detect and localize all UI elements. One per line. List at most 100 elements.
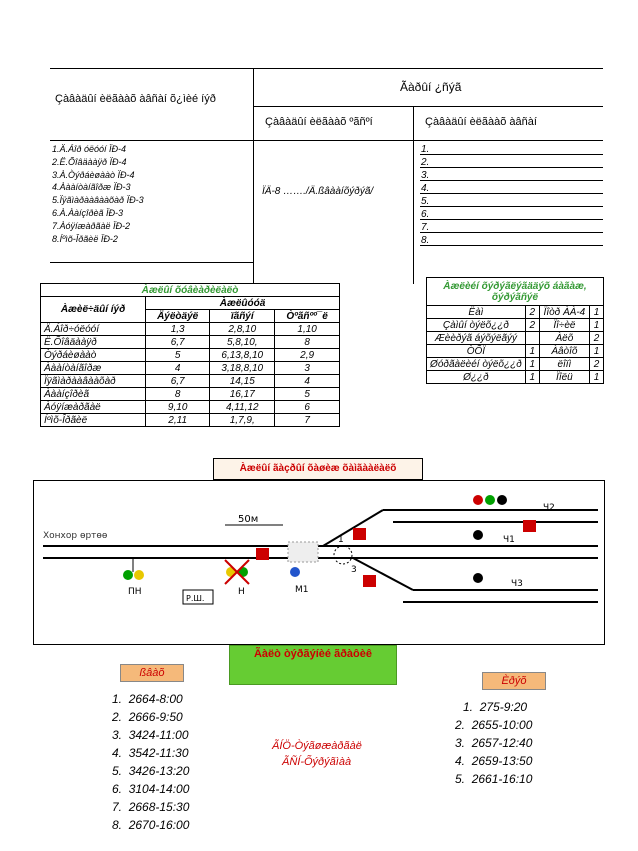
col-name-header: Àæèë÷äûí íýð bbox=[39, 296, 147, 323]
switch-number: 1 bbox=[338, 535, 344, 545]
list-item: 5. 3426-13:20 bbox=[112, 764, 190, 778]
col-divider-1 bbox=[253, 68, 254, 283]
list-item: 6. bbox=[421, 209, 430, 220]
col-header: Äýëòäýë bbox=[145, 309, 211, 323]
track-diagram: Хонхор өртөө 50м 1 3 ПН Н Р.Ш. М1 Ч2 Ч1 … bbox=[33, 480, 605, 645]
left-header: Çàâàäûí èëãààõ àâñàí õ¿ìèé íýð bbox=[55, 93, 216, 105]
siding-down bbox=[352, 557, 414, 591]
right-underline bbox=[420, 245, 603, 246]
list-item: 6.À.Ààíçîðèã ÏÐ-3 bbox=[52, 208, 124, 218]
red-block bbox=[523, 520, 536, 532]
list-item: 7.Àóÿíæàðãàë ÏÐ-2 bbox=[52, 221, 131, 231]
col-divider-2 bbox=[413, 106, 414, 284]
switch-number-3: 3 bbox=[351, 565, 357, 575]
train-schedule-label: Ãàëò òýðãýíèé ãðàôèê bbox=[253, 648, 372, 660]
list-item: 8.Íºìõ-Îðãèë ÏÐ-2 bbox=[52, 234, 118, 244]
col-mid-header: Çàâàäûí èëãààõ ºãñºí bbox=[265, 116, 373, 128]
cross-mark bbox=[224, 559, 250, 585]
list-item: 4. 3542-11:30 bbox=[112, 746, 189, 760]
list-item: 3. 2657-12:40 bbox=[455, 736, 533, 750]
list-item: 1.Ä.Áîð óëóóí ÏÐ-4 bbox=[52, 144, 127, 154]
signal-light-green bbox=[485, 495, 495, 505]
col-header: Òºãñºº¯ë bbox=[274, 309, 340, 323]
list-item: 3. bbox=[421, 170, 430, 181]
workers-table-title: Àæëûí õóâèàðèëàëò bbox=[40, 283, 340, 297]
right-underline bbox=[420, 167, 603, 168]
signal-light-black bbox=[473, 530, 483, 540]
list-item: 3. 3424-11:00 bbox=[112, 728, 189, 742]
workers-table: Àæëûí õóâèàðèëàëò Àæèë÷äûí íýð Àæëûóóä Ä… bbox=[39, 283, 340, 427]
signal-light-blue bbox=[290, 567, 300, 577]
signal-n-label: Н bbox=[238, 587, 245, 597]
signal-light-red bbox=[473, 495, 483, 505]
signal-ch3-label: Ч3 bbox=[511, 579, 523, 589]
col-right-header: Çàâàäûí èëãààõ àâñàí bbox=[425, 116, 537, 128]
red-block bbox=[256, 548, 269, 560]
header-rule bbox=[253, 106, 603, 107]
red-block bbox=[353, 528, 366, 540]
signature-1: ÃÍÖ-Òýãøæàðãàë bbox=[272, 740, 362, 752]
right-header: Ãàðûí ¿ñýã bbox=[400, 80, 462, 94]
right-underline bbox=[420, 180, 603, 181]
list-item: 1. bbox=[421, 144, 430, 155]
rsh-box bbox=[182, 589, 214, 605]
departure-badge: ßâàõ bbox=[120, 664, 184, 682]
right-underline bbox=[420, 193, 603, 194]
signal-light-green bbox=[123, 570, 133, 580]
list-item: 4. bbox=[421, 183, 430, 194]
issuer-name: ÏÄ-8 ……./Ä.ßâààíõýðýã/ bbox=[262, 186, 374, 197]
list-item: 2. 2666-9:50 bbox=[112, 710, 183, 724]
left-blank-rule bbox=[50, 262, 253, 263]
rsh-label: Р.Ш. bbox=[186, 594, 204, 603]
list-item: 8. 2670-16:00 bbox=[112, 818, 190, 832]
train-schedule-box: Ãàëò òýðãýíèé ãðàôèê bbox=[229, 645, 397, 685]
work-zone bbox=[287, 541, 319, 563]
signal-ch1-label: Ч1 bbox=[503, 535, 515, 545]
list-item: 2.Ë.Õîâäààÿð ÏÐ-4 bbox=[52, 157, 127, 167]
signature-2: ÃÑÍ-Õýðýãìàà bbox=[282, 756, 352, 768]
list-item: 6. 3104-14:00 bbox=[112, 782, 190, 796]
list-item: 1. 2664-8:00 bbox=[112, 692, 183, 706]
list-item: 2. bbox=[421, 157, 430, 168]
row-rule bbox=[50, 140, 603, 141]
list-item: 5. 2661-16:10 bbox=[455, 772, 533, 786]
switch-symbol bbox=[333, 545, 353, 565]
signal-light-black bbox=[497, 495, 507, 505]
signal-m1-label: М1 bbox=[295, 585, 309, 595]
diagram-title: Àæëûí ãàçðûí õàøèæ õàìãààëàëõ bbox=[213, 458, 423, 480]
signal-ch2-label: Ч2 bbox=[543, 503, 555, 513]
distance-label: 50м bbox=[238, 514, 258, 525]
col-group-header: Àæëûóóä bbox=[145, 296, 340, 310]
col-header: ïãñýí bbox=[209, 309, 276, 323]
right-underline bbox=[420, 232, 603, 233]
list-item: 8. bbox=[421, 235, 430, 246]
top-rule bbox=[50, 68, 603, 69]
list-item: 5.Ïÿãìàðààâààõàð ÏÐ-3 bbox=[52, 195, 144, 205]
list-item: 2. 2655-10:00 bbox=[455, 718, 533, 732]
station-label: Хонхор өртөө bbox=[43, 531, 108, 541]
list-item: 7. bbox=[421, 222, 430, 233]
arrival-badge: Èðýõ bbox=[482, 672, 546, 690]
list-item: 7. 2668-15:30 bbox=[112, 800, 190, 814]
list-item: 4. 2659-13:50 bbox=[455, 754, 533, 768]
signal-pn-label: ПН bbox=[128, 587, 142, 597]
list-item: 3.À.Òýðáèøààò ÏÐ-4 bbox=[52, 170, 135, 180]
right-underline bbox=[420, 219, 603, 220]
tools-table-title: Àæëèéí õýðýãëýãääýõ áàãàæ, õýðýãñýë bbox=[426, 277, 604, 306]
right-underline bbox=[420, 154, 603, 155]
list-item: 5. bbox=[421, 196, 430, 207]
